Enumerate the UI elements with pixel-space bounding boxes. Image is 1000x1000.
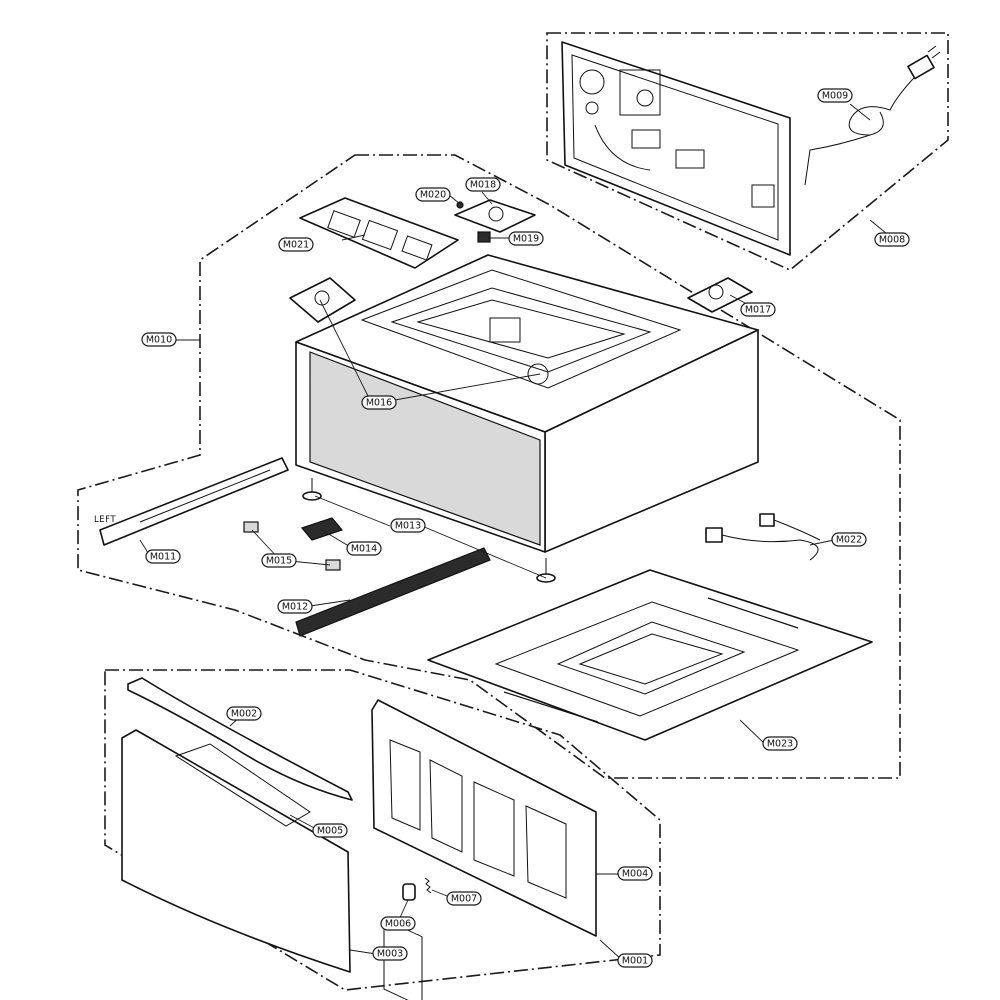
callout-m006: M006 [380, 916, 416, 931]
top-gasket-plate [299, 197, 459, 269]
left-side-label: LEFT [94, 515, 116, 525]
svg-text:M014: M014 [351, 544, 377, 555]
svg-text:M022: M022 [836, 535, 862, 546]
drawer-body-frame [371, 699, 597, 1000]
wire-harness [705, 513, 821, 561]
knob-m006 [402, 883, 416, 901]
svg-text:M001: M001 [622, 956, 648, 967]
callout-m014: M014 [346, 541, 382, 556]
callout-m017: M017 [740, 302, 776, 317]
svg-text:M023: M023 [767, 739, 793, 750]
callout-m011: M011 [145, 549, 181, 564]
callout-m010: M010 [141, 332, 177, 347]
callout-m013: M013 [390, 518, 426, 533]
leveling-foot-front [536, 558, 556, 583]
corner-bracket-m016-left [289, 277, 356, 323]
callout-m007: M007 [446, 891, 482, 906]
svg-text:M006: M006 [385, 919, 411, 930]
latch-m014 [300, 517, 344, 541]
callout-m020: M020 [415, 187, 451, 202]
callout-m004: M004 [617, 866, 653, 881]
leveling-foot-left [302, 478, 322, 501]
callout-m001: M001 [617, 953, 653, 968]
top-bracket-m018 [454, 199, 536, 233]
group-border-m008 [546, 32, 949, 271]
callout-m021: M021 [278, 237, 314, 252]
svg-text:M003: M003 [377, 949, 403, 960]
svg-text:M010: M010 [146, 335, 172, 346]
svg-text:M018: M018 [470, 180, 496, 191]
svg-text:M011: M011 [150, 552, 176, 563]
svg-text:M009: M009 [822, 91, 848, 102]
callout-m002: M002 [226, 706, 262, 721]
base-plate [427, 569, 873, 741]
callout-m003: M003 [372, 946, 408, 961]
svg-text:M016: M016 [366, 398, 392, 409]
callout-m009: M009 [817, 88, 853, 103]
svg-text:M008: M008 [879, 235, 905, 246]
svg-text:M017: M017 [745, 305, 771, 316]
corner-bracket-m017 [687, 277, 753, 313]
rear-cover-panel [561, 41, 791, 256]
svg-text:M012: M012 [282, 602, 308, 613]
callout-m015: M015 [261, 553, 297, 568]
svg-text:M021: M021 [283, 240, 309, 251]
callout-m016: M016 [361, 395, 397, 410]
callout-m018: M018 [465, 177, 501, 192]
callout-m012: M012 [277, 599, 313, 614]
right-drawer-rail [295, 547, 491, 637]
callout-m008: M008 [874, 232, 910, 247]
callout-m022: M022 [831, 532, 867, 547]
svg-text:M019: M019 [513, 234, 539, 245]
svg-text:M015: M015 [266, 556, 292, 567]
callout-m019: M019 [508, 231, 544, 246]
screw-m020 [456, 201, 464, 209]
svg-text:M007: M007 [451, 894, 477, 905]
drawer-front-panel [121, 729, 351, 973]
group-border-m010 [77, 154, 901, 779]
left-drawer-rail [99, 457, 289, 546]
fitting-m019 [477, 231, 491, 243]
svg-text:M004: M004 [622, 869, 648, 880]
svg-text:M020: M020 [420, 190, 446, 201]
spring-m007 [424, 877, 432, 894]
svg-text:M013: M013 [395, 521, 421, 532]
svg-text:M005: M005 [317, 826, 343, 837]
callout-m023: M023 [762, 736, 798, 751]
callout-m005: M005 [312, 823, 348, 838]
svg-text:M002: M002 [231, 709, 257, 720]
drawer-handle-trim [127, 677, 353, 801]
power-cord [804, 45, 941, 186]
